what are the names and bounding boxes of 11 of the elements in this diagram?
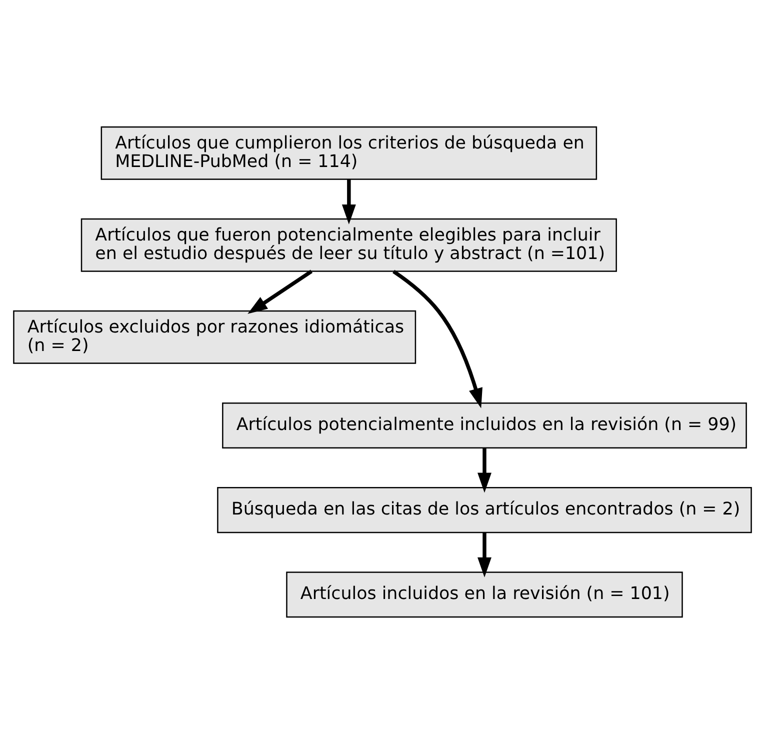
arrow [342,179,356,224]
node-box: Artículos que cumplieron los criterios de búsqueda en MEDLINE-PubMed (n = 114) [100,126,598,180]
node-box: Búsqueda en las citas de los artículos encontrados (n = 2) [217,487,752,534]
arrow [478,532,492,578]
arrow [478,448,492,493]
node-box: Artículos que fueron potencialmente elegibles para incluir en el estudio después de leer su título y abstract (n =101) [80,218,617,272]
arrow [392,270,482,408]
arrow [248,270,313,314]
node-box: Artículos excluidos por razones idiomáticas (n = 2) [13,310,416,364]
node-box: Artículos potencialmente incluidos en la revisión (n = 99) [222,402,747,448]
node-box: Artículos incluidos en la revisión (n = 101) [286,572,683,618]
